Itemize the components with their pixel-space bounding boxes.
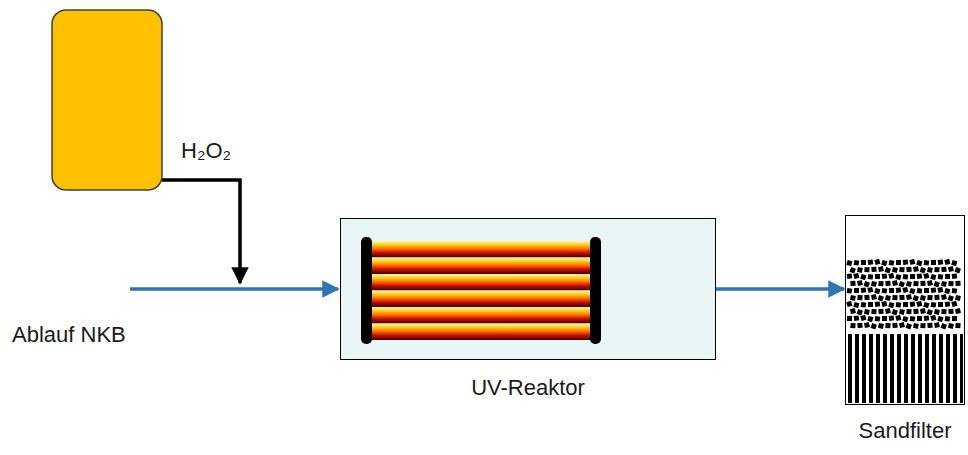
uv-lamp [369, 324, 593, 341]
node-title: UV-Reaktor [471, 375, 585, 401]
uv-lamp-array [341, 219, 714, 358]
uv-lamp [369, 241, 593, 258]
chemical-label: H₂O₂ [181, 138, 231, 164]
lamp-end-cap [590, 237, 601, 344]
uv-lamp [369, 274, 593, 291]
uv-lamp [369, 258, 593, 275]
lamp-end-cap [361, 237, 372, 344]
inflow-label: Ablauf NKB [12, 322, 126, 348]
dosing-line [162, 180, 240, 283]
uv-lamp [369, 307, 593, 324]
flow-arrow [716, 287, 844, 291]
node-title: Sandfilter [859, 418, 952, 444]
filter-media [846, 216, 963, 403]
sand-layer [846, 259, 961, 330]
dosing-tank [52, 10, 162, 190]
sand-filter: Sandfilter [845, 215, 965, 405]
filter-bottom [848, 334, 963, 403]
uv-reactor: UV-Reaktor [340, 218, 716, 360]
inflow-pipe [130, 287, 338, 291]
uv-lamp [369, 291, 593, 308]
